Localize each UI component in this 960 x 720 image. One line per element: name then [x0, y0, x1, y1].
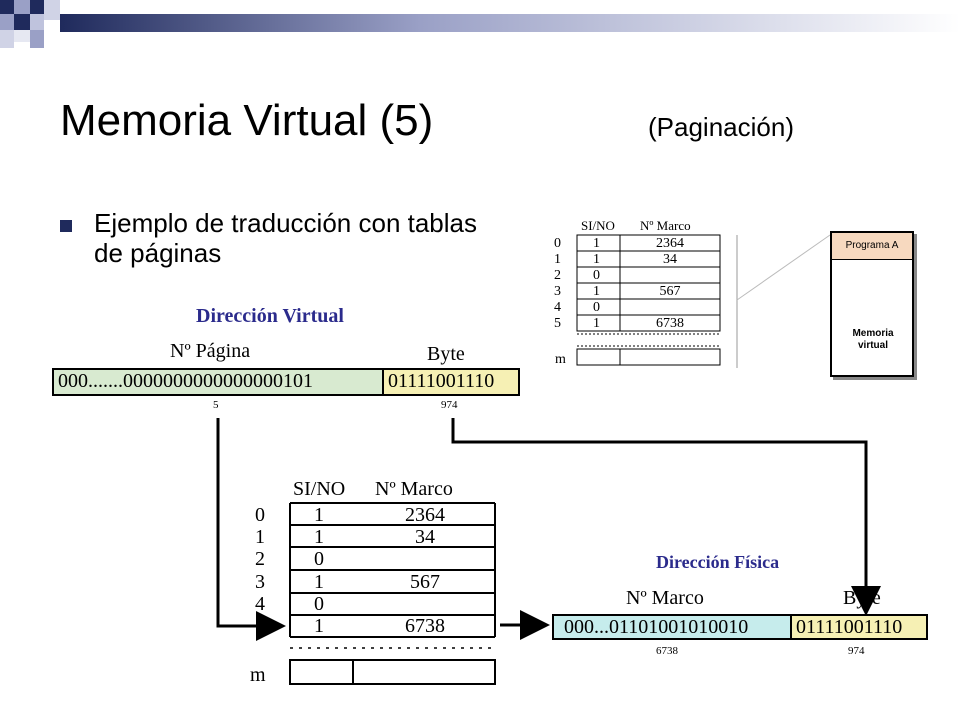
small-table-cell-index: 3	[554, 284, 561, 299]
small-table-cell-frame-number: 2364	[656, 236, 684, 251]
small-table-cell-index: 5	[554, 316, 561, 331]
small-table-cell-present-bit: 1	[593, 236, 600, 251]
small-table-cell-frame-number: 567	[659, 284, 681, 299]
big-table-cell-frame-number: 2364	[405, 504, 445, 526]
page-number-arrow	[216, 418, 286, 641]
bullet-text: Ejemplo de traducción con tablas de pági…	[94, 208, 478, 268]
memory-label: Memoria virtual	[852, 328, 894, 351]
big-table-last-index: m	[250, 664, 266, 686]
page-value: 5	[213, 399, 219, 411]
small-table-cell-index: 4	[554, 300, 561, 315]
slide-title: Memoria Virtual (5)	[60, 96, 434, 145]
virtual-address-heading: Dirección Virtual	[196, 305, 344, 327]
big-table-cell-index: 1	[255, 526, 265, 549]
frame-number-label: Nº Marco	[626, 587, 704, 609]
small-table-col-marco: Nº Marco	[640, 218, 691, 233]
small-table-cell-present-bit: 1	[593, 284, 600, 299]
big-table-cell-index: 3	[255, 570, 265, 593]
big-table-cell-index: 4	[255, 592, 265, 615]
program-box: Programa A Memoria virtual	[830, 231, 914, 377]
big-table-cell-present-bit: 1	[314, 526, 324, 549]
byte-arrow	[451, 418, 881, 616]
small-table-col-sino: SI/NO	[581, 218, 615, 233]
frame-value: 6738	[656, 645, 678, 657]
program-label: Programa A	[832, 233, 912, 260]
small-table-cell-present-bit: 0	[593, 300, 600, 315]
byte-value: 974	[441, 399, 458, 411]
big-table-cell-present-bit: 0	[314, 592, 324, 615]
frame-bits-field: 000...01101001010010	[552, 614, 792, 640]
big-table-grid	[289, 502, 496, 685]
big-table-cell-frame-number: 34	[415, 526, 435, 549]
small-table-cell-present-bit: 0	[593, 268, 600, 283]
page-number-label: Nº Página	[170, 340, 251, 362]
byte-label: Byte	[427, 343, 465, 365]
big-table-cell-frame-number: 567	[410, 570, 440, 593]
small-table-cell-present-bit: 1	[593, 252, 600, 267]
physical-byte-bits-field: 01111001110	[790, 614, 928, 640]
small-table-grid	[576, 234, 831, 368]
slide-subtitle: (Paginación)	[648, 112, 794, 142]
physical-byte-label: Byte	[843, 587, 881, 609]
page-bits-field: 000.......0000000000000000101	[52, 368, 384, 396]
byte-bits-field: 01111001110	[382, 368, 520, 396]
bullet-square-icon	[60, 220, 72, 232]
big-table-cell-frame-number: 6738	[405, 615, 445, 637]
big-table-cell-present-bit: 1	[314, 615, 324, 637]
small-table-last-index: m	[555, 352, 566, 367]
big-table-cell-present-bit: 1	[314, 570, 324, 593]
big-table-col-marco: Nº Marco	[375, 478, 453, 500]
physical-address-heading: Dirección Física	[656, 552, 780, 572]
big-table-cell-present-bit: 0	[314, 548, 324, 571]
big-table-cell-index: 0	[255, 504, 265, 526]
small-table-cell-present-bit: 1	[593, 316, 600, 331]
big-table-cell-index: 5	[255, 615, 265, 637]
big-table-cell-index: 2	[255, 548, 265, 571]
big-table-col-sino: SI/NO	[293, 478, 346, 500]
small-table-cell-index: 0	[554, 236, 561, 251]
arrows	[216, 418, 881, 641]
small-table-cell-frame-number: 34	[663, 252, 677, 267]
small-table-cell-index: 2	[554, 268, 561, 283]
small-table-cell-index: 1	[554, 252, 561, 267]
small-table-cell-frame-number: 6738	[656, 316, 684, 331]
big-table-cell-present-bit: 1	[314, 504, 324, 526]
physical-byte-value: 974	[848, 645, 865, 657]
